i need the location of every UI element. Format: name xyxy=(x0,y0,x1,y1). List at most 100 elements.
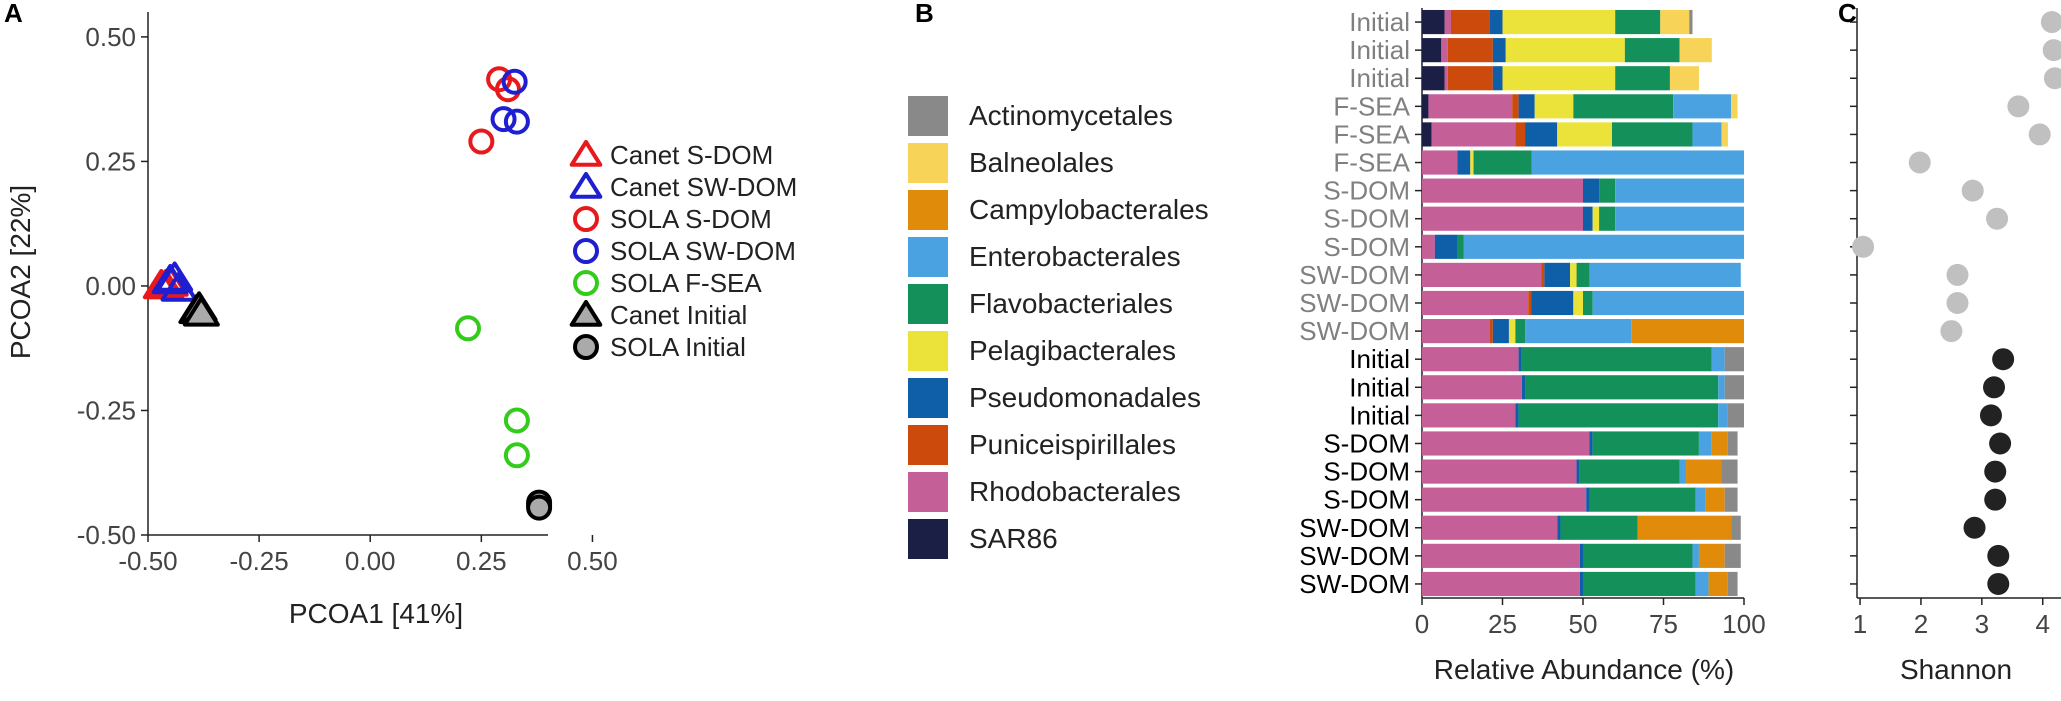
abundance-bar-segment xyxy=(1724,375,1744,400)
abundance-bar-segment xyxy=(1463,234,1744,259)
shannon-point xyxy=(1989,432,2012,455)
abundance-bar-segment xyxy=(1724,543,1741,568)
order-legend-label: Enterobacterales xyxy=(969,241,1181,272)
abundance-bar-segment xyxy=(1422,262,1542,287)
abundance-bar-segment xyxy=(1669,66,1699,91)
abundance-bar-segment xyxy=(1624,38,1680,63)
abundance-bar-segment xyxy=(1718,375,1725,400)
abundance-bar-segment xyxy=(1711,431,1728,456)
abundance-bar-segment xyxy=(1525,319,1632,344)
abundance-bar-segment xyxy=(1576,262,1590,287)
abundance-bar-segment xyxy=(1583,206,1593,231)
abundance-y-tick-label: SW-DOM xyxy=(1299,569,1410,599)
abundance-y-tick-label: SW-DOM xyxy=(1299,541,1410,571)
order-legend-swatch xyxy=(908,425,948,465)
abundance-bar-segment xyxy=(1589,431,1593,456)
shannon-point xyxy=(1961,179,1984,202)
abundance-y-tick-label: Initial xyxy=(1349,372,1410,402)
abundance-bar-segment xyxy=(1422,375,1522,400)
abundance-bar-segment xyxy=(1489,9,1503,35)
abundance-bar-segment xyxy=(1525,375,1719,400)
pcoa-legend-label: Canet SW-DOM xyxy=(610,172,797,202)
abundance-bar-segment xyxy=(1615,178,1744,203)
pcoa-point xyxy=(182,296,220,327)
abundance-y-tick-label: Initial xyxy=(1349,344,1410,374)
abundance-bar-segment xyxy=(1557,122,1612,147)
abundance-bar-segment xyxy=(1727,403,1744,428)
abundance-bar-segment xyxy=(1586,487,1590,512)
abundance-bar-segment xyxy=(1592,431,1699,456)
abundance-bar-segment xyxy=(1508,319,1516,344)
pcoa-x-tick-label: -0.25 xyxy=(229,546,288,576)
abundance-bar-segment xyxy=(1422,403,1516,428)
order-legend-label: Flavobacteriales xyxy=(969,288,1173,319)
abundance-bar-segment xyxy=(1422,459,1577,484)
abundance-y-tick-label: F-SEA xyxy=(1333,91,1410,121)
abundance-bar-segment xyxy=(1611,122,1693,147)
abundance-bar-segment xyxy=(1492,38,1506,63)
abundance-y-tick-label: Initial xyxy=(1349,400,1410,430)
pcoa-legend-label: SOLA SW-DOM xyxy=(610,236,796,266)
pcoa-legend-key xyxy=(569,300,603,327)
abundance-bar-segment xyxy=(1512,94,1519,119)
abundance-y-tick-label: S-DOM xyxy=(1323,176,1410,206)
abundance-bar-segment xyxy=(1422,319,1490,344)
abundance-y-tick-label: Initial xyxy=(1349,63,1410,93)
abundance-bar-segment xyxy=(1579,571,1583,597)
abundance-bar-segment xyxy=(1422,487,1587,512)
abundance-bar-segment xyxy=(1422,66,1445,91)
abundance-xlabel: Relative Abundance (%) xyxy=(1434,654,1734,685)
abundance-bar-segment xyxy=(1492,66,1503,91)
abundance-bar-segment xyxy=(1518,94,1535,119)
abundance-bar-segment xyxy=(1727,571,1738,597)
shannon-x-tick-label: 2 xyxy=(1914,609,1928,639)
abundance-bar-segment xyxy=(1721,122,1728,147)
abundance-x-tick-label: 0 xyxy=(1415,609,1429,639)
order-legend-label: Pelagibacterales xyxy=(969,335,1176,366)
abundance-y-tick-label: SW-DOM xyxy=(1299,316,1410,346)
abundance-bar-segment xyxy=(1679,459,1687,484)
abundance-bar-segment xyxy=(1673,94,1732,119)
pcoa-legend-label: SOLA F-SEA xyxy=(610,268,762,298)
abundance-bar-segment xyxy=(1592,206,1600,231)
abundance-bar-segment xyxy=(1470,150,1474,175)
pcoa-legend-label: Canet Initial xyxy=(610,300,747,330)
abundance-bar-segment xyxy=(1583,543,1693,568)
pcoa-point xyxy=(503,108,530,135)
abundance-y-tick-label: Initial xyxy=(1349,35,1410,65)
abundance-bar-segment xyxy=(1589,262,1741,287)
pcoa-y-tick-label: 0.00 xyxy=(85,271,136,301)
abundance-bar-segment xyxy=(1570,262,1577,287)
abundance-x-tick-label: 75 xyxy=(1649,609,1678,639)
pcoa-point xyxy=(526,494,553,521)
abundance-bar-segment xyxy=(1583,571,1696,597)
pcoa-legend-label: SOLA S-DOM xyxy=(610,204,772,234)
abundance-bar-segment xyxy=(1576,459,1580,484)
pcoa-legend-key xyxy=(569,172,603,199)
abundance-bar-segment xyxy=(1525,122,1558,147)
abundance-bar-segment xyxy=(1502,66,1616,91)
abundance-bar-segment xyxy=(1557,515,1561,540)
abundance-bar-segment xyxy=(1422,431,1590,456)
abundance-bar-segment xyxy=(1615,9,1661,35)
abundance-bar-segment xyxy=(1615,206,1744,231)
shannon-point xyxy=(2007,95,2030,118)
panel-label-b: B xyxy=(915,0,934,28)
abundance-bar-segment xyxy=(1718,403,1728,428)
abundance-bar-segment xyxy=(1422,94,1429,119)
abundance-bar-segment xyxy=(1583,290,1593,316)
abundance-bar-segment xyxy=(1615,66,1670,91)
shannon-point xyxy=(1992,348,2015,371)
abundance-bar-segment xyxy=(1434,234,1458,259)
order-legend-swatch xyxy=(908,190,948,230)
abundance-bar-segment xyxy=(1521,375,1526,400)
abundance-y-tick-label: S-DOM xyxy=(1323,457,1410,487)
abundance-bar-segment xyxy=(1731,515,1741,540)
shannon-point xyxy=(1983,376,2006,399)
abundance-y-tick-label: SW-DOM xyxy=(1299,513,1410,543)
shannon-x-tick-label: 4 xyxy=(2035,609,2049,639)
abundance-y-tick-label: S-DOM xyxy=(1323,232,1410,262)
pcoa-legend-key xyxy=(573,270,599,296)
abundance-bar-segment xyxy=(1731,94,1738,119)
